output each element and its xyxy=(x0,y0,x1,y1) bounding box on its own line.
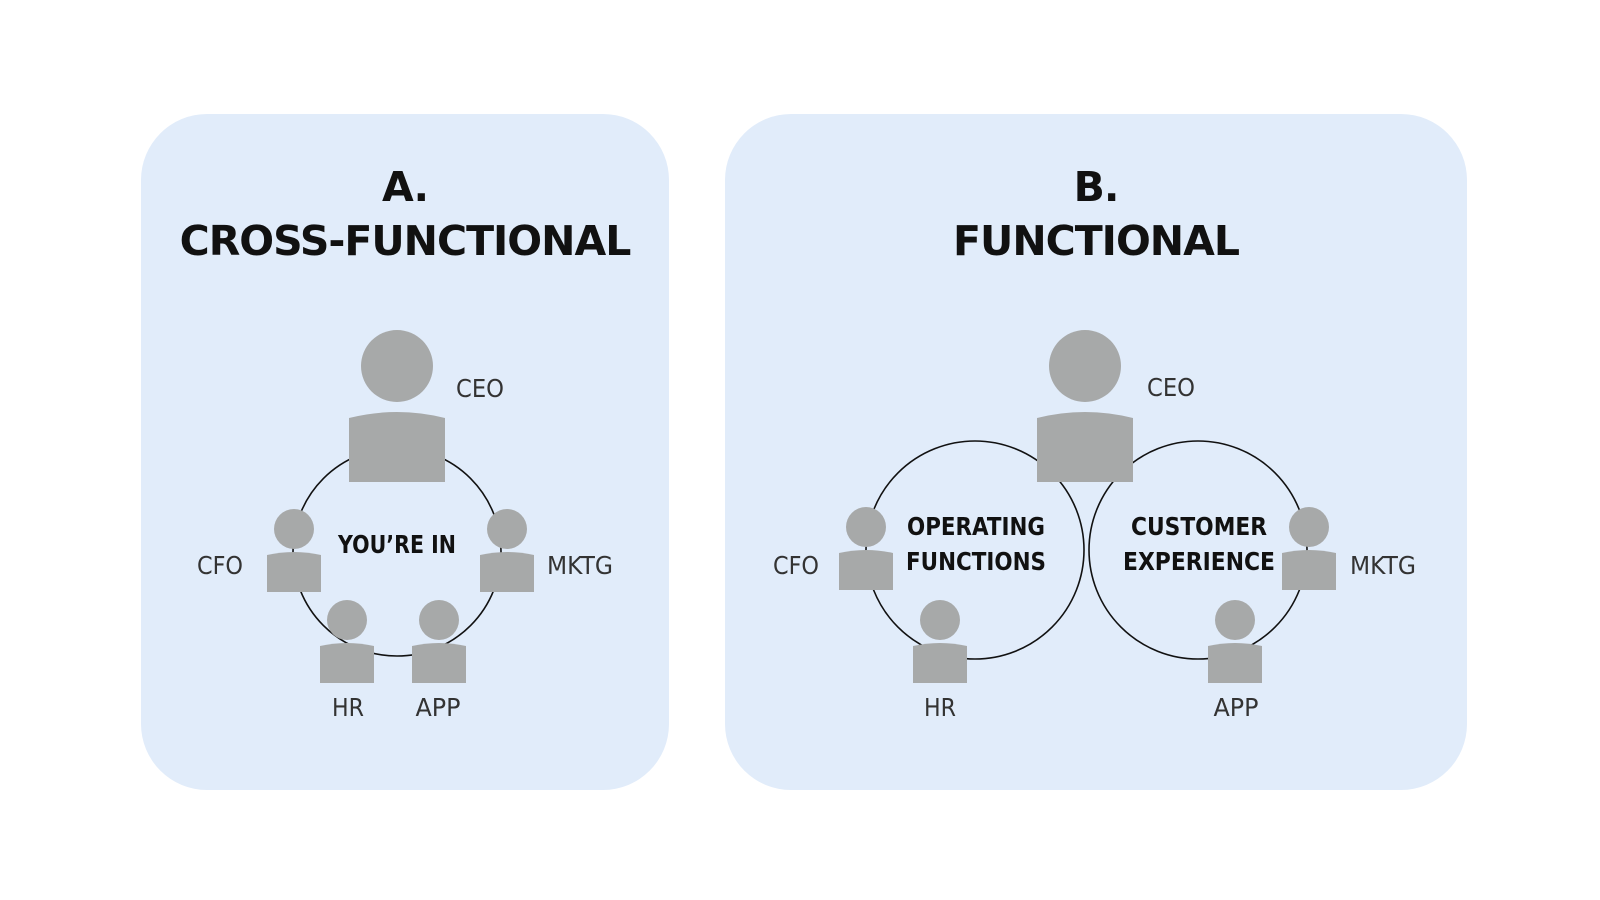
functional-panel: B. FUNCTIONAL xyxy=(725,114,1467,790)
customer-experience-label-line1: CUSTOMER xyxy=(1131,512,1267,541)
person-icon xyxy=(913,600,967,683)
panel-b-title: B. FUNCTIONAL xyxy=(725,160,1467,268)
panel-b-diagram: OPERATING FUNCTIONS CUSTOMER EXPERIENCE … xyxy=(773,330,1416,722)
panel-a-title-text: CROSS-FUNCTIONAL xyxy=(179,217,632,265)
panel-b-title-letter: B. xyxy=(1073,163,1120,211)
panel-a-role-mktg: MKTG xyxy=(547,551,613,580)
operating-functions-label-line2: FUNCTIONS xyxy=(906,547,1046,576)
operating-functions-label-line1: OPERATING xyxy=(907,512,1045,541)
panel-b-role-ceo: CEO xyxy=(1147,373,1195,402)
panel-a-title: A. CROSS-FUNCTIONAL xyxy=(141,160,669,268)
panel-b-title-text: FUNCTIONAL xyxy=(953,217,1240,265)
person-icon xyxy=(412,600,466,683)
panel-b-role-cfo: CFO xyxy=(773,551,819,580)
panel-a-role-app: APP xyxy=(416,693,461,722)
customer-experience-ring xyxy=(1088,440,1308,660)
person-icon xyxy=(1037,330,1133,482)
person-icon xyxy=(839,507,893,590)
person-icon xyxy=(267,509,321,592)
panel-a-role-hr: HR xyxy=(332,693,364,722)
person-icon xyxy=(480,509,534,592)
panel-a-title-letter: A. xyxy=(381,163,429,211)
panel-a-diagram: YOU’RE IN CEO CFO MKTG HR APP xyxy=(197,330,613,722)
person-icon xyxy=(320,600,374,683)
panel-a-center-label: YOU’RE IN xyxy=(337,530,456,559)
person-icon xyxy=(1282,507,1336,590)
panel-a-role-ceo: CEO xyxy=(456,374,504,403)
person-icon xyxy=(349,330,445,482)
panel-b-role-hr: HR xyxy=(924,693,956,722)
panel-b-role-app: APP xyxy=(1214,693,1259,722)
panel-a-role-cfo: CFO xyxy=(197,551,243,580)
panel-b-role-mktg: MKTG xyxy=(1350,551,1416,580)
person-icon xyxy=(1208,600,1262,683)
customer-experience-label-line2: EXPERIENCE xyxy=(1123,547,1275,576)
